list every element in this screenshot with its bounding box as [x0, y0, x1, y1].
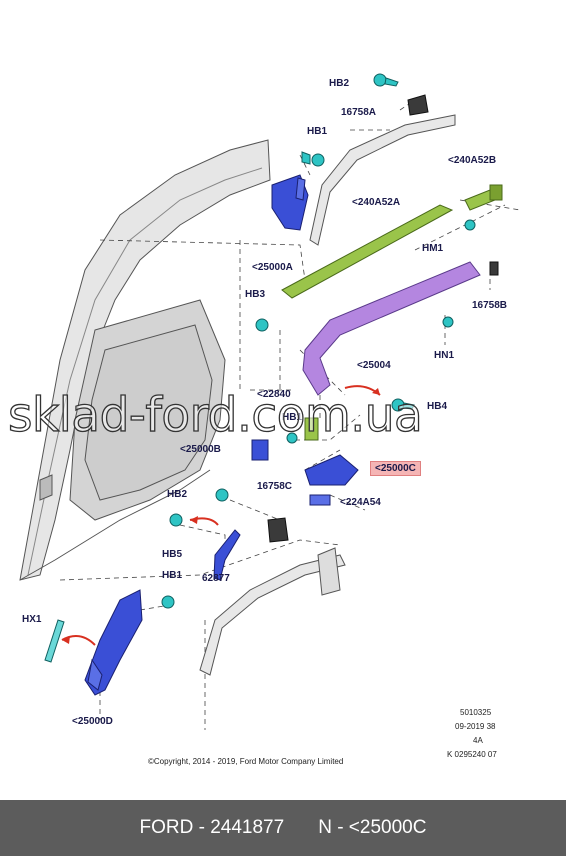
- callout-hx1: HX1: [22, 614, 42, 625]
- copyright-text: ©Copyright, 2014 - 2019, Ford Motor Comp…: [148, 757, 344, 766]
- callout-240A52A: <240A52A: [352, 197, 401, 208]
- ref-code-2: 09-2019 38: [455, 722, 496, 731]
- exploded-parts-drawing: [19, 73, 521, 730]
- footer-part-number: FORD - 2441877: [139, 817, 285, 838]
- callout-hb1-low: HB1: [162, 570, 183, 581]
- callout-hb2-top: HB2: [329, 78, 350, 89]
- fasteners: [44, 73, 476, 663]
- watermark-text: sklad-ford.com.ua: [7, 387, 423, 443]
- callout-hb5: HB5: [162, 549, 183, 560]
- footer-item-ref: N - <25000C: [318, 817, 427, 838]
- callout-hm1: HM1: [422, 243, 444, 254]
- door-shell: [19, 139, 271, 581]
- callout-25000B: <25000B: [180, 444, 221, 455]
- rail-25004: [302, 261, 481, 396]
- callout-hn1: HN1: [434, 350, 455, 361]
- callout-hb3: HB3: [245, 289, 266, 300]
- callout-16758C: 16758C: [257, 481, 293, 492]
- rail-240A52: [281, 184, 503, 441]
- blue-hardware: [84, 174, 359, 696]
- dark-parts: [267, 94, 499, 543]
- callout-224A54: <224A54: [340, 497, 381, 508]
- callout-240A52B: <240A52B: [448, 155, 497, 166]
- callout-62877: 62877: [202, 573, 230, 584]
- callout-16758B: 16758B: [472, 300, 508, 311]
- door-channels: [199, 114, 456, 676]
- callout-16758A: 16758A: [341, 107, 377, 118]
- callout-22840: <22840: [257, 389, 291, 400]
- arrow-heads: [62, 388, 380, 644]
- ref-code-4: K 0295240 07: [447, 750, 497, 759]
- callout-hb4: HB4: [427, 401, 448, 412]
- callout-25000A: <25000A: [252, 262, 293, 273]
- callout-25004: <25004: [357, 360, 391, 371]
- ref-code-3: 4A: [473, 736, 483, 745]
- callout-25000D: <25000D: [72, 716, 113, 727]
- callout-25000C-highlighted: <25000C: [370, 461, 421, 476]
- leader-lines: [59, 99, 521, 730]
- callout-hb1-top: HB1: [307, 126, 328, 137]
- diagram-canvas: HB2 16758A HB1 <240A52B <240A52A HM1 <25…: [7, 73, 521, 766]
- callout-hb2-low: HB2: [167, 489, 188, 500]
- ref-code-1: 5010325: [460, 708, 492, 717]
- footer-bar: FORD - 2441877 N - <25000C: [0, 800, 566, 856]
- callout-hb1-mid: HB1: [282, 412, 303, 423]
